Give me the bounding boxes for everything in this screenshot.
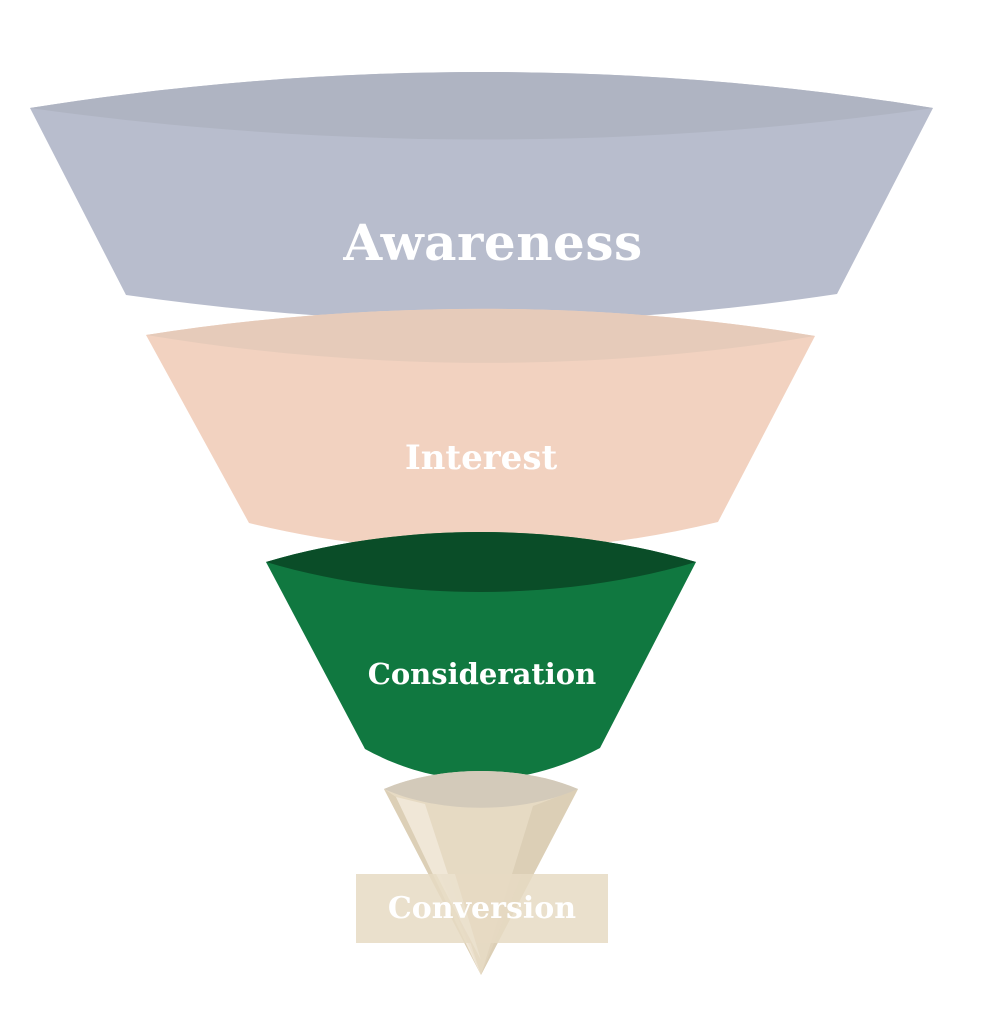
funnel-stage-interest: Interest: [146, 308, 815, 551]
funnel-stage-conversion: Conversion: [356, 771, 608, 975]
conversion-label: Conversion: [388, 891, 576, 926]
conversion-highlight-overlay: [436, 874, 481, 960]
conversion-label-box: [356, 874, 608, 943]
funnel-stage-awareness: Awareness: [30, 72, 933, 322]
conversion-rim: [384, 771, 578, 808]
awareness-rim: [30, 72, 933, 140]
interest-label: Interest: [405, 438, 558, 478]
consideration-body: [266, 532, 696, 780]
awareness-body: [30, 72, 933, 322]
interest-body: [146, 308, 815, 551]
consideration-rim: [266, 532, 696, 592]
interest-rim: [146, 308, 815, 363]
awareness-label: Awareness: [342, 213, 642, 272]
consideration-label: Consideration: [368, 657, 597, 691]
funnel-stage-consideration: Consideration: [266, 532, 696, 780]
